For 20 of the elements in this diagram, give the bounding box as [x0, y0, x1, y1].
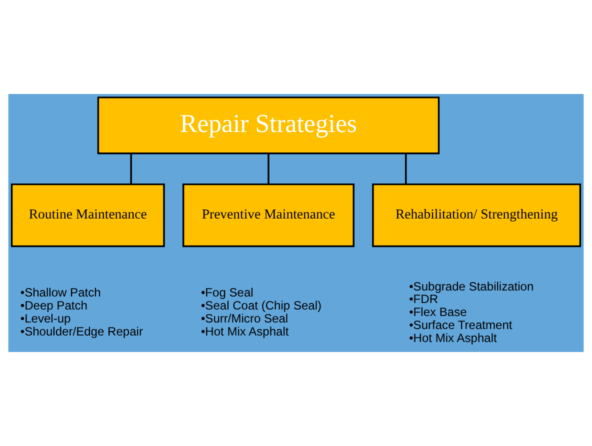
node-box: Routine Maintenance — [10, 183, 165, 248]
node-label: •Hot Mix Asphalt — [409, 330, 497, 345]
connector — [405, 154, 407, 184]
node-label: •Fog Seal — [200, 286, 254, 300]
node-label: •Shoulder/Edge Repair — [20, 324, 143, 338]
connector — [268, 154, 270, 184]
node-label: •Level-up — [20, 312, 71, 326]
node-label: •Surface Treatment — [409, 318, 512, 332]
node-label: •FDR — [409, 292, 438, 306]
node-label: •Flex Base — [409, 305, 467, 320]
node-label: •Shallow Patch — [20, 286, 101, 300]
node-box: Preventive Maintenance — [182, 183, 354, 248]
node-box: Repair Strategies — [97, 96, 440, 154]
node-label: •Deep Patch — [20, 298, 88, 313]
connector — [130, 154, 132, 184]
node-box: Rehabilitation/ Strengthening — [372, 183, 582, 248]
node-label: •Hot Mix Asphalt — [200, 324, 289, 338]
node-label: •Surr/Micro Seal — [200, 312, 288, 326]
node-label: •Subgrade Stabilization — [409, 279, 534, 294]
node-label: •Seal Coat (Chip Seal) — [200, 298, 322, 313]
